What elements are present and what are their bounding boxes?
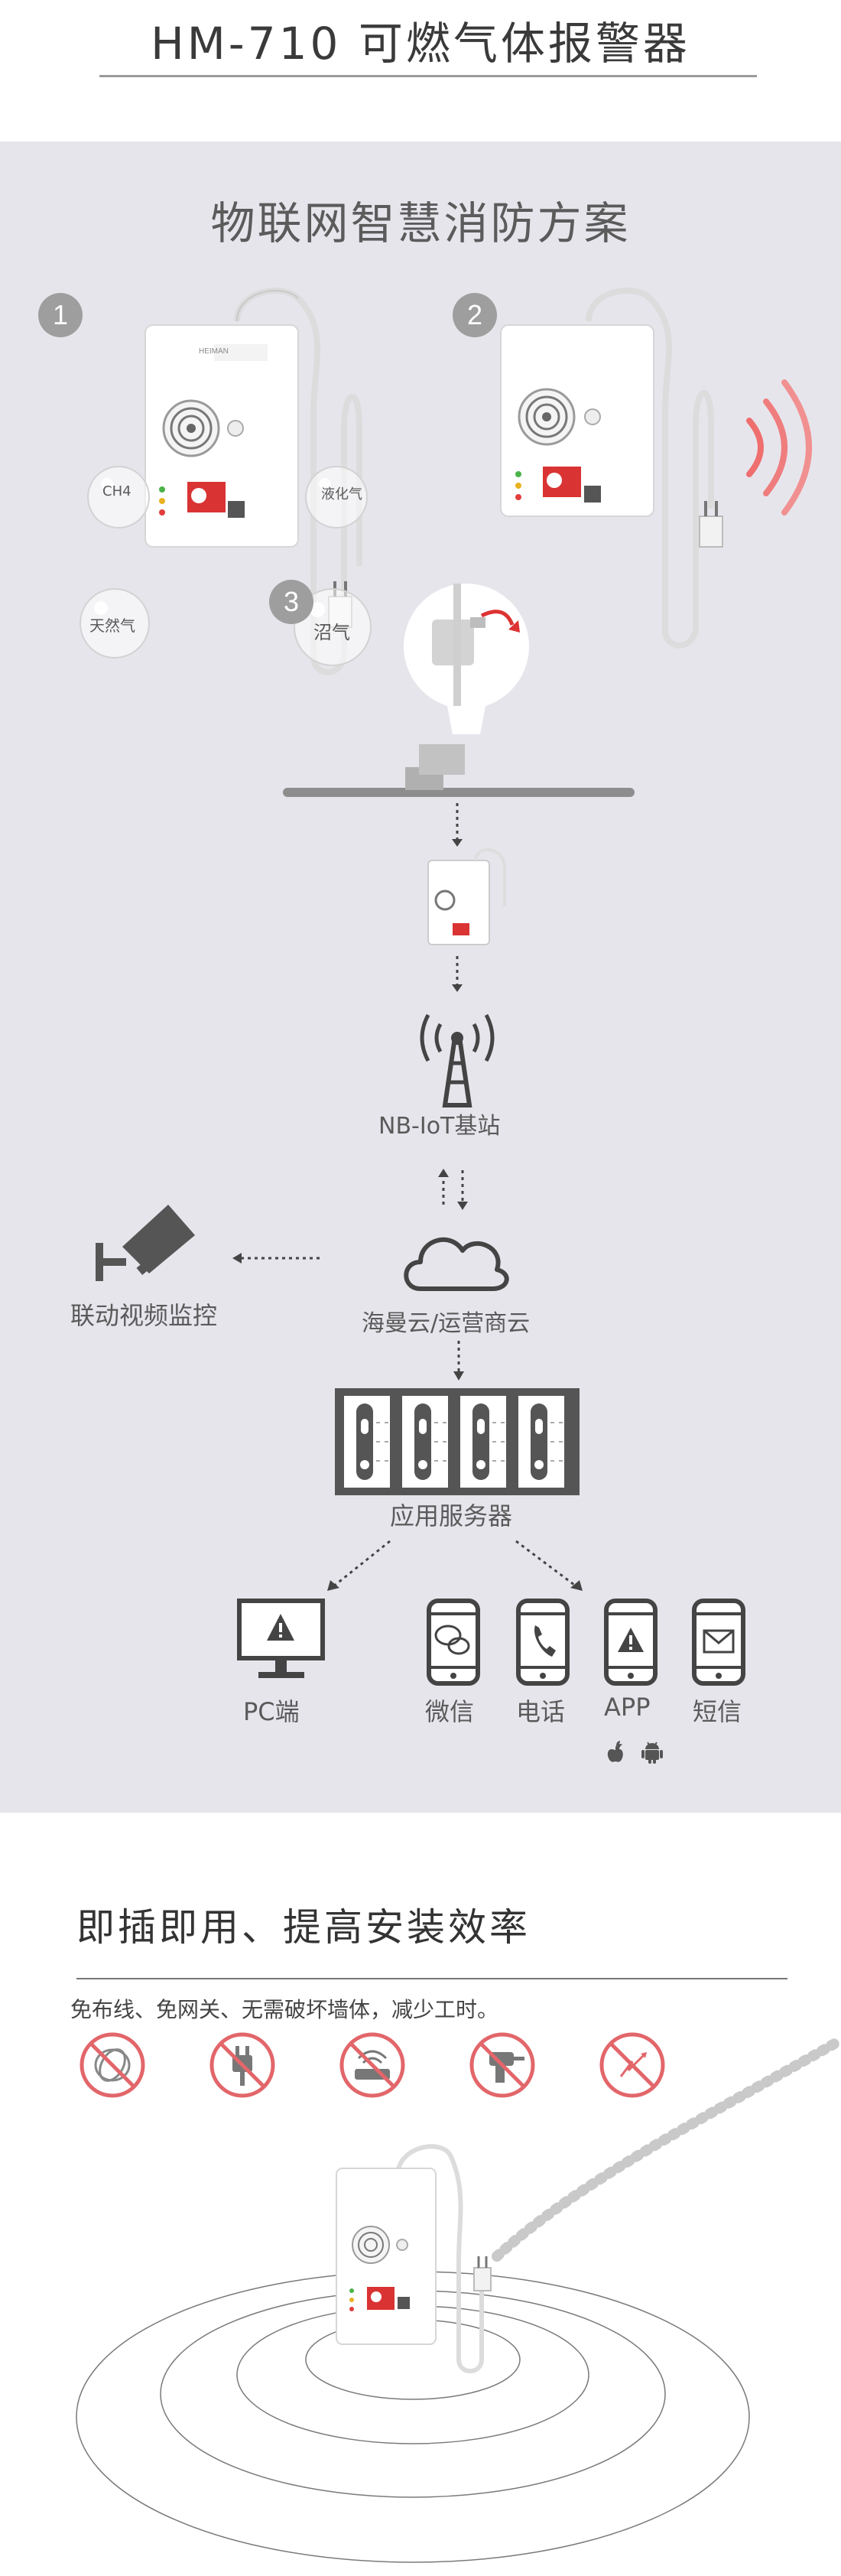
pc-label: PC端 [243,1697,300,1726]
install-divider [76,1978,787,1979]
install-title: 即插即用、提高安装效率 [76,1905,531,1950]
no-wiring-icon [80,2032,145,2098]
call-label: 电话 [516,1697,566,1726]
detector-alarming [500,288,812,649]
iot-solution-section: 物联网智慧消防方案 1 HEIMAN CH4 液化气 [0,141,841,1813]
bubble-natural-gas [80,588,150,659]
install-subtitle: 免布线、免网关、无需破坏墙体，减少工时。 [70,1997,499,2022]
camera-label: 联动视频监控 [70,1301,218,1330]
pc-monitor-icon [237,1599,325,1678]
no-wall-damage-icon [599,2032,665,2098]
bubble-ch4 [87,466,150,529]
server-to-clients-arrows-icon [327,1540,583,1591]
no-drill-icon [469,2032,535,2098]
no-gateway-icon [339,2032,405,2098]
wechat-label: 微信 [425,1697,475,1726]
no-plug-icon [209,2032,275,2098]
android-icon [641,1742,663,1764]
phone-wechat-icon [427,1599,480,1686]
phone-app-icon [604,1599,658,1686]
install-section: 即插即用、提高安装效率 免布线、免网关、无需破坏墙体，减少工时。 [0,1813,841,2576]
product-title: HM-710 可燃气体报警器 [151,18,690,70]
install-trail-decoration [492,2037,841,2262]
apple-icon [607,1741,623,1762]
nb-iot-tower-icon [420,1013,495,1107]
bubble-lpg-label: 液化气 [321,486,362,503]
header-divider [99,75,757,77]
sms-label: 短信 [693,1697,742,1726]
step-1-badge: 1 [38,293,83,337]
page-header: HM-710 可燃气体报警器 [0,0,841,141]
installed-detector [336,2144,492,2373]
step-2-badge: 2 [453,293,497,337]
bubble-lpg [305,466,368,529]
server-label: 应用服务器 [390,1501,513,1530]
bubble-natural-gas-label: 天然气 [89,616,135,635]
bubble-biogas-label: 沼气 [313,622,350,643]
camera-link-arrow-icon [232,1253,321,1264]
detector-with-gas-bubbles: HEIMAN [144,288,362,675]
app-label: APP [604,1693,651,1722]
phone-sms-icon [692,1599,745,1686]
bidirectional-arrows-icon [438,1169,468,1210]
server-rack-icon [335,1388,580,1495]
device-brand: HEIMAN [199,347,229,356]
bubble-biogas [294,588,372,666]
valve-to-network-diagram [283,584,635,1107]
iot-section-title: 物联网智慧消防方案 [210,197,631,249]
phone-call-icon [516,1599,570,1686]
cloud-to-server-arrow-icon [453,1341,464,1381]
nb-iot-label: NB-IoT基站 [378,1113,501,1140]
camera-icon [96,1205,195,1281]
bubble-ch4-label: CH4 [102,483,132,499]
cloud-label: 海曼云/运营商云 [362,1310,531,1337]
step-3-badge: 3 [269,580,313,624]
cloud-icon [404,1237,509,1291]
